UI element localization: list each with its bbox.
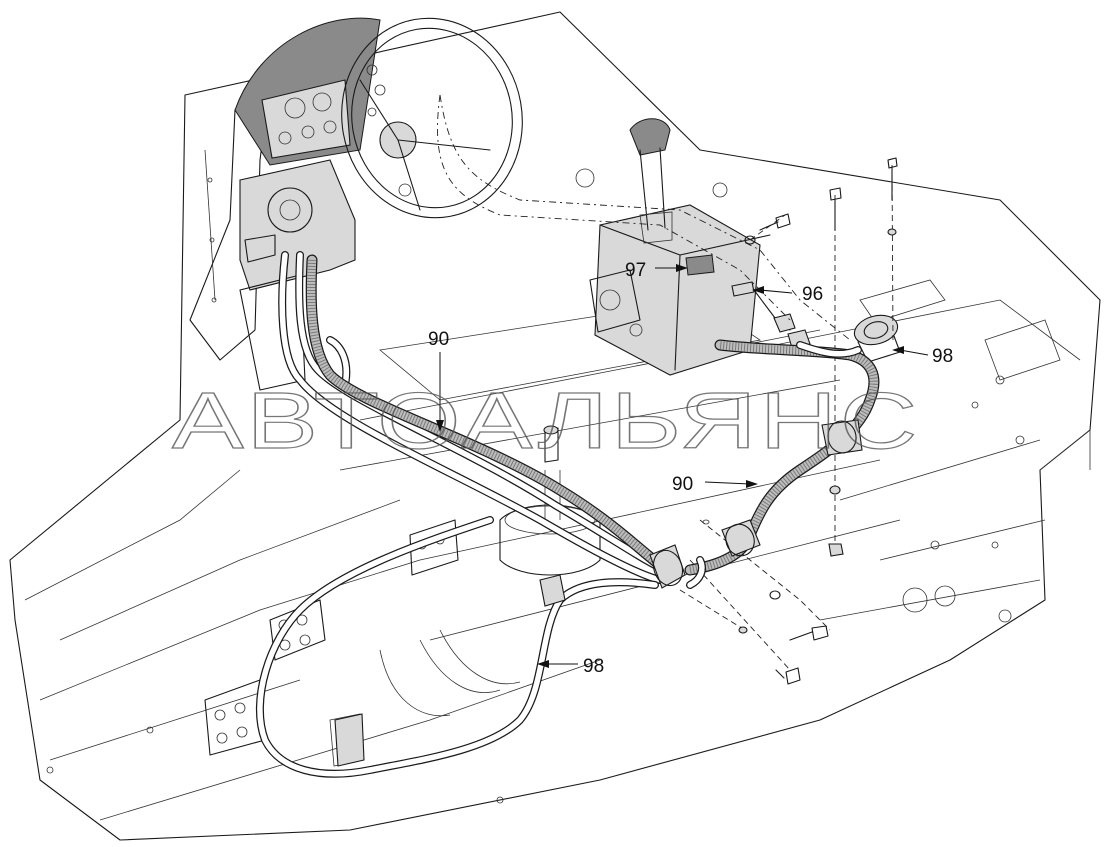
gearshift-console [589, 118, 771, 376]
hose-fitting-98-upper [853, 314, 901, 363]
leader-lines [436, 264, 929, 668]
callout-98-lower: 98 [583, 656, 604, 677]
steering-wheel [341, 17, 523, 219]
steel-tube-lines [255, 251, 674, 778]
callout-96: 96 [802, 284, 823, 305]
callout-90-lower: 90 [672, 474, 693, 495]
connector-97 [685, 254, 715, 276]
dashboard-instrument-cluster [234, 17, 381, 166]
hose-clamps [334, 419, 863, 767]
callout-97: 97 [625, 260, 646, 281]
watermark-text: АВТОАЛЬЯНС [172, 376, 920, 465]
callout-90-upper: 90 [428, 329, 449, 350]
callout-labels: 90 90 97 96 98 98 [428, 260, 953, 677]
fasteners [543, 157, 898, 685]
connector-96 [731, 281, 811, 349]
control-column [239, 159, 356, 391]
hose-98-upper [796, 341, 862, 358]
callout-98-upper: 98 [932, 346, 953, 367]
